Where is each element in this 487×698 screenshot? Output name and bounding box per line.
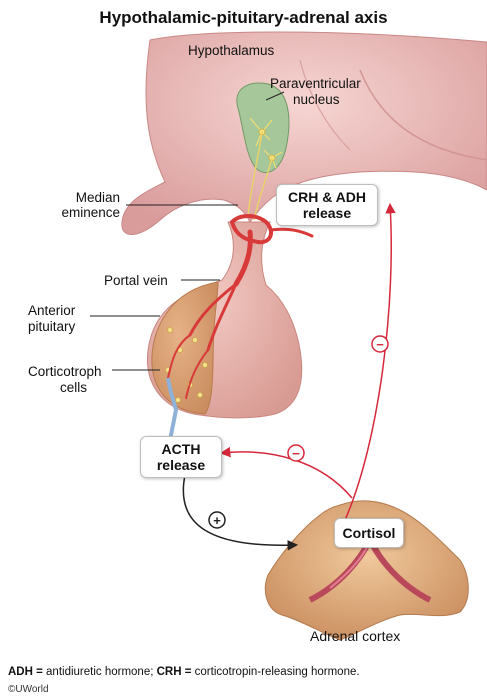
- crh-definition: corticotropin-releasing hormone.: [191, 666, 360, 678]
- paraventricular-nucleus: [236, 82, 290, 221]
- nucleus-label: nucleus: [293, 92, 340, 107]
- cortisol-to-crh-inhibition-arrow: [344, 202, 396, 521]
- portal-vessels: [167, 214, 314, 399]
- cells-label: cells: [60, 380, 88, 395]
- hypophyseal-vein: [166, 377, 179, 441]
- plus-acth-sign: +: [208, 511, 226, 529]
- corticotroph-label: Corticotroph: [28, 364, 102, 379]
- svg-text:−: −: [292, 446, 300, 461]
- minus-crh-sign: −: [371, 335, 389, 353]
- cortisol-box: Cortisol: [334, 518, 404, 548]
- hypothalamus-tissue: [121, 31, 487, 235]
- crh-abbr: CRH =: [156, 666, 192, 678]
- diagram-title: Hypothalamic-pituitary-adrenal axis: [99, 8, 388, 27]
- cortisol-box-label: Cortisol: [342, 525, 396, 541]
- label-pointer-lines: [90, 91, 285, 371]
- acth-box-line2: release: [156, 457, 206, 473]
- paraventricular-label: Paraventricular: [270, 76, 361, 91]
- crh-box-line1: CRH & ADH: [287, 189, 367, 205]
- eminence-label: eminence: [61, 205, 120, 220]
- acth-release-box: ACTH release: [140, 436, 222, 478]
- median-label: Median: [75, 190, 120, 205]
- acth-to-cortisol-stimulation-arrow: [182, 474, 299, 551]
- crh-box-line2: release: [302, 205, 352, 221]
- cortisol-to-acth-inhibition-arrow: [219, 446, 353, 499]
- adh-abbr: ADH =: [8, 666, 43, 678]
- svg-text:+: +: [213, 513, 221, 528]
- abbreviation-footnote: ADH = antidiuretic hormone; CRH = cortic…: [8, 666, 360, 678]
- acth-box-line1: ACTH: [161, 441, 201, 457]
- pituitary-label: pituitary: [28, 319, 76, 334]
- minus-acth-sign: −: [287, 444, 305, 462]
- anterior-label: Anterior: [28, 303, 76, 318]
- adh-definition: antidiuretic hormone;: [42, 666, 157, 678]
- copyright: ©UWorld: [8, 684, 49, 695]
- crh-adh-release-box: CRH & ADH release: [276, 184, 378, 226]
- hypothalamus-label: Hypothalamus: [188, 43, 275, 58]
- portal-vein-label: Portal vein: [104, 273, 168, 288]
- svg-text:−: −: [376, 337, 384, 352]
- adrenal-cortex-label: Adrenal cortex: [310, 628, 401, 644]
